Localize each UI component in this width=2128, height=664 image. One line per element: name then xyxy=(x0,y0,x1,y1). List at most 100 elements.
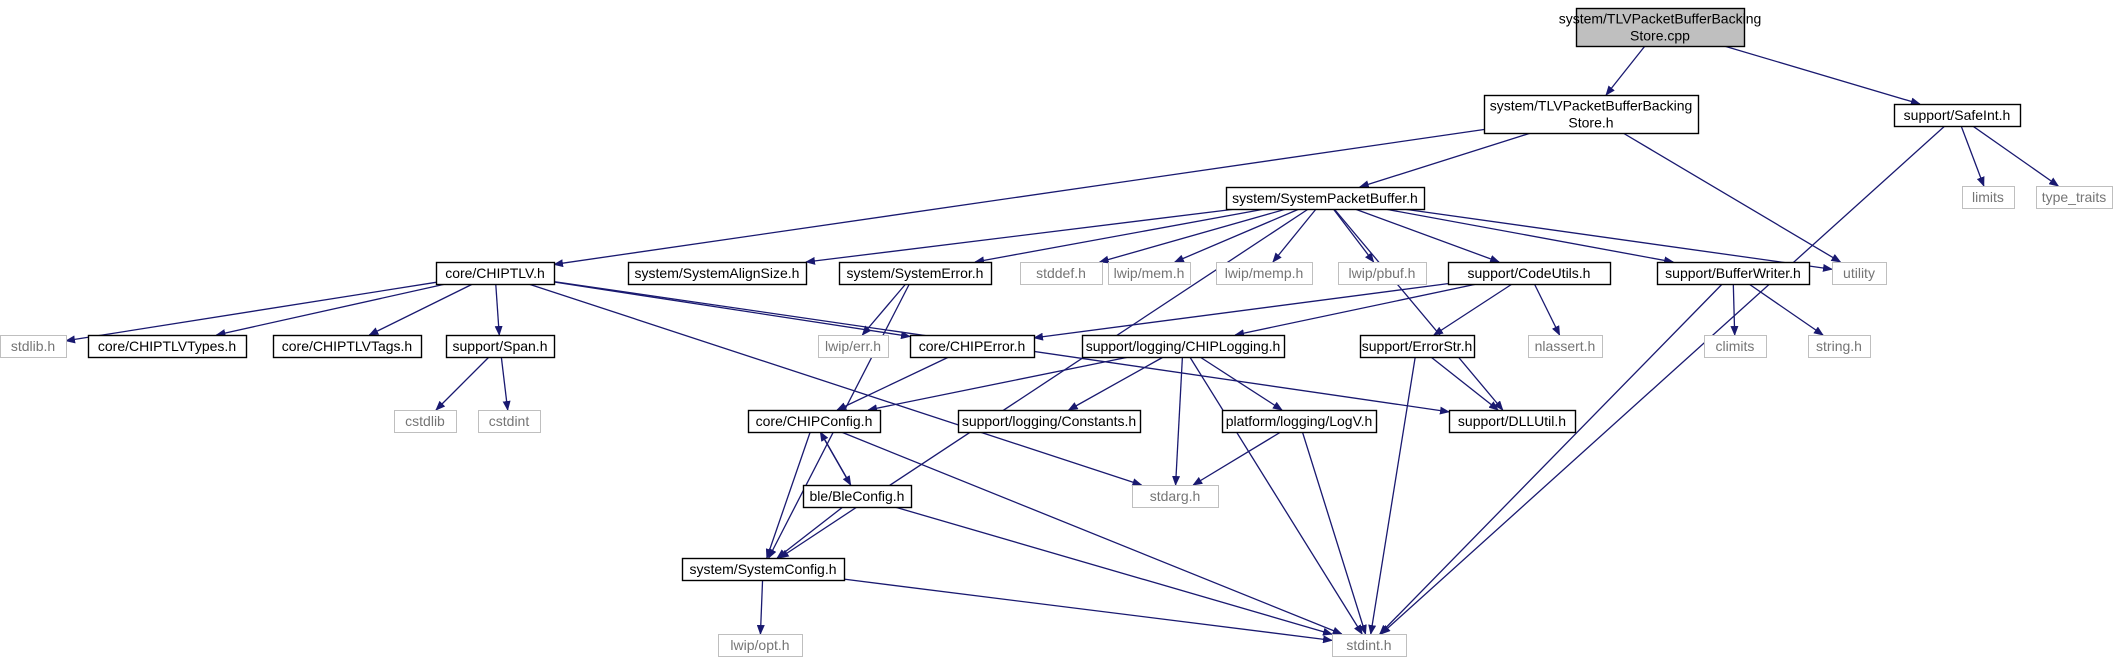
edge-chiptlv-to-stdlib xyxy=(65,281,437,344)
edge-codeutils-to-chiplogging xyxy=(1234,283,1477,338)
node-box xyxy=(681,557,846,582)
edge-codeutils-to-nlassert xyxy=(1533,283,1561,336)
edge-bleconfig-to-stdint xyxy=(894,506,1333,636)
node-label: lwip/pbuf.h xyxy=(1349,265,1416,281)
edge-chiptlv-to-tlvtypes xyxy=(215,283,446,337)
node-tlvtypes[interactable]: core/CHIPTLVTypes.h xyxy=(87,334,248,359)
node-box xyxy=(394,410,457,433)
node-label: core/CHIPTLVTypes.h xyxy=(98,338,236,354)
edge-chiplogging-to-chipconfig xyxy=(867,356,1130,413)
edge-logv-to-stdint xyxy=(1301,431,1367,635)
edge-spb-to-lwipmemp xyxy=(1272,208,1317,263)
node-tlvtags[interactable]: core/CHIPTLVTags.h xyxy=(272,334,423,359)
node-label: system/SystemConfig.h xyxy=(689,561,836,577)
node-logv[interactable]: platform/logging/LogV.h xyxy=(1221,409,1378,434)
node-chiperror[interactable]: core/CHIPError.h xyxy=(909,334,1036,359)
edge-bufwriter-to-stdint xyxy=(1379,283,1723,635)
node-box xyxy=(1447,261,1612,286)
node-dllutil[interactable]: support/DLLUtil.h xyxy=(1448,409,1577,434)
node-label: cstdlib xyxy=(405,413,445,429)
node-label: support/ErrorStr.h xyxy=(1362,338,1473,354)
node-box xyxy=(627,261,808,286)
node-climits: climits xyxy=(1704,335,1767,358)
node-label: support/CodeUtils.h xyxy=(1468,265,1591,281)
node-errorstr[interactable]: support/ErrorStr.h xyxy=(1359,334,1476,359)
node-nlassert: nlassert.h xyxy=(1528,335,1603,358)
node-label: stdlib.h xyxy=(11,338,55,354)
node-label: nlassert.h xyxy=(1535,338,1596,354)
node-label: climits xyxy=(1716,338,1755,354)
edge-codeutils-to-chiperror xyxy=(1033,282,1449,341)
node-chipconfig[interactable]: core/CHIPConfig.h xyxy=(747,409,882,434)
node-limits: limits xyxy=(1962,186,2015,209)
edge-spb-to-utility xyxy=(1403,208,1833,272)
node-label: ble/BleConfig.h xyxy=(810,488,905,504)
node-box xyxy=(957,409,1142,434)
edge-span-to-cstdint xyxy=(500,356,511,411)
edge-chiperror-to-chipconfig xyxy=(836,356,950,411)
node-bufwriter[interactable]: support/BufferWriter.h xyxy=(1656,261,1811,286)
node-box xyxy=(1108,262,1191,285)
node-spb[interactable]: system/SystemPacketBuffer.h xyxy=(1225,186,1426,211)
edge-root-to-safeint xyxy=(1723,45,1921,106)
edge-bufwriter-to-string xyxy=(1748,283,1824,336)
edge-spb-to-codeutils xyxy=(1354,208,1501,263)
edge-codeutils-to-errorstr xyxy=(1433,283,1513,336)
node-syserror[interactable]: system/SystemError.h xyxy=(838,261,993,286)
node-box xyxy=(1656,261,1811,286)
edge-chiptlv-to-tlvtags xyxy=(368,283,473,336)
node-label: utility xyxy=(1843,265,1875,281)
node-label: Store.h xyxy=(1568,115,1613,131)
node-lwiperr: lwip/err.h xyxy=(818,335,889,358)
node-label: core/CHIPError.h xyxy=(919,338,1026,354)
node-label: support/SafeInt.h xyxy=(1904,107,2011,123)
node-sysconfig[interactable]: system/SystemConfig.h xyxy=(681,557,846,582)
node-safeint[interactable]: support/SafeInt.h xyxy=(1893,103,2022,128)
node-box xyxy=(1832,262,1887,285)
node-label: Store.cpp xyxy=(1630,28,1690,44)
edge-span-to-cstdlib xyxy=(435,356,490,411)
edge-tlvh-to-utility xyxy=(1622,132,1842,263)
edge-chiplogging-to-logv xyxy=(1199,356,1283,411)
node-stdlib: stdlib.h xyxy=(0,335,67,358)
node-constants[interactable]: support/logging/Constants.h xyxy=(957,409,1142,434)
edge-bufwriter-to-climits xyxy=(1730,283,1739,336)
node-lwipmem: lwip/mem.h xyxy=(1108,262,1191,285)
node-string: string.h xyxy=(1808,335,1871,358)
node-span[interactable]: support/Span.h xyxy=(445,334,556,359)
edge-chiplogging-to-stdarg xyxy=(1172,356,1184,486)
node-label: support/BufferWriter.h xyxy=(1665,265,1801,281)
node-box xyxy=(1483,94,1700,135)
node-alignsize[interactable]: system/SystemAlignSize.h xyxy=(627,261,808,286)
node-label: platform/logging/LogV.h xyxy=(1226,413,1373,429)
node-box xyxy=(1448,409,1577,434)
node-chiptlv[interactable]: core/CHIPTLV.h xyxy=(435,261,556,286)
edge-spb-to-lwippbuf xyxy=(1332,208,1375,263)
edge-bleconfig-to-chipconfig xyxy=(819,431,852,486)
node-label: cstdint xyxy=(489,413,530,429)
node-bleconfig[interactable]: ble/BleConfig.h xyxy=(802,484,913,509)
node-label: system/TLVPacketBufferBacking xyxy=(1490,98,1693,114)
edge-spb-to-bufwriter xyxy=(1384,208,1675,265)
node-box xyxy=(1221,409,1378,434)
node-box xyxy=(1216,262,1313,285)
node-cstdlib: cstdlib xyxy=(394,410,457,433)
node-box xyxy=(1704,335,1767,358)
node-box xyxy=(818,335,889,358)
node-box xyxy=(1359,334,1476,359)
edge-spb-to-stddef xyxy=(1098,208,1287,264)
edge-safeint-to-stdint xyxy=(1380,125,1946,635)
node-codeutils[interactable]: support/CodeUtils.h xyxy=(1447,261,1612,286)
node-label: system/TLVPacketBufferBacking xyxy=(1559,11,1762,27)
node-box xyxy=(1225,186,1426,211)
node-chiplogging[interactable]: support/logging/CHIPLogging.h xyxy=(1081,334,1286,359)
node-box xyxy=(1020,262,1103,285)
edge-spb-to-lwipmem xyxy=(1173,208,1300,263)
node-label: system/SystemAlignSize.h xyxy=(635,265,800,281)
node-label: core/CHIPTLVTags.h xyxy=(282,338,412,354)
node-label: support/DLLUtil.h xyxy=(1458,413,1566,429)
node-label: lwip/mem.h xyxy=(1114,265,1185,281)
node-box xyxy=(1528,335,1603,358)
